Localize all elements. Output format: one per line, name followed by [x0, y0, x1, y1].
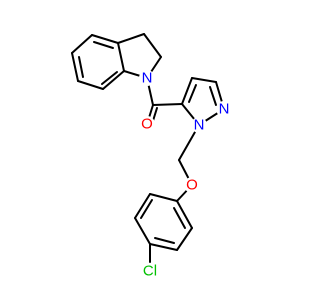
double-bond-inner [188, 84, 197, 103]
bond [102, 70, 125, 90]
ether-oxygen-label: O [184, 177, 200, 194]
bond [176, 227, 193, 251]
indoline-pyrroline-ring [117, 33, 162, 79]
atom-symbol: N [194, 117, 205, 134]
bond [71, 34, 93, 54]
bond [117, 33, 145, 44]
atom-labels: N O N N O Cl [138, 70, 232, 280]
atom-symbol: N [142, 70, 153, 87]
molecule-diagram: N O N N O Cl [71, 33, 232, 280]
atom-symbol: O [186, 177, 198, 194]
chlorine-label: Cl [138, 263, 162, 280]
chlorophenyl-ring [134, 193, 193, 263]
bond [143, 33, 162, 58]
pyrazole-nitrogen-2-label: N [216, 101, 232, 118]
double-bond-inner [93, 41, 114, 49]
indoline-benzene-ring [71, 34, 125, 90]
double-bond-inner [140, 199, 153, 219]
bond [91, 34, 119, 44]
atom-symbol: Cl [143, 263, 157, 280]
double-bond-inner [154, 237, 175, 244]
double-bond-inner [101, 71, 118, 85]
indoline-nitrogen-label: N [139, 70, 155, 87]
double-bond-inner [78, 56, 84, 78]
bond [149, 243, 178, 251]
bond [117, 42, 125, 72]
carbonyl-oxygen-label: O [139, 116, 155, 133]
bond [134, 217, 151, 245]
bond [71, 52, 79, 82]
structure-drawing: N O N N O Cl [71, 33, 232, 280]
bond [191, 77, 217, 83]
bond [181, 77, 193, 105]
atom-symbol: O [141, 116, 153, 133]
double-bond-inner [209, 86, 217, 106]
bond [134, 193, 151, 219]
pyrazole-nitrogen-1-label: N [191, 117, 207, 134]
bond [149, 193, 178, 202]
bond [176, 200, 193, 229]
double-bond-inner [173, 207, 186, 229]
bond [77, 80, 104, 90]
atom-symbol: N [219, 101, 230, 118]
bond [152, 103, 183, 106]
